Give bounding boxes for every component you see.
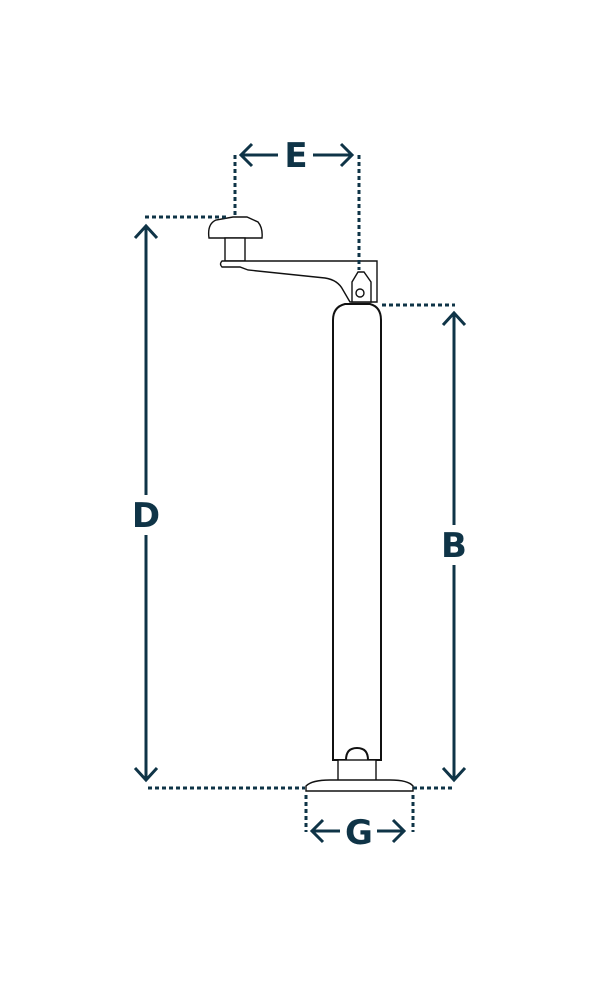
dimension-label-b: B xyxy=(441,526,467,566)
dimension-label-g: G xyxy=(345,813,373,853)
crank-arm xyxy=(219,260,378,303)
dimension-d: D xyxy=(132,215,305,790)
jack-stand xyxy=(207,216,414,792)
foot-plate xyxy=(305,779,414,792)
dimension-g: G xyxy=(304,795,415,853)
arrow-left-icon xyxy=(238,142,254,168)
arrow-right-icon xyxy=(339,142,355,168)
arrow-up-icon xyxy=(441,310,467,327)
arrow-up-icon xyxy=(133,223,159,240)
outer-tube xyxy=(332,303,382,761)
arrow-right-icon xyxy=(391,818,407,844)
dimension-e: E xyxy=(233,136,361,270)
dimension-label-e: E xyxy=(284,136,307,176)
arrow-left-icon xyxy=(309,818,325,844)
crank-knob-stem xyxy=(224,237,246,262)
pivot-bolt xyxy=(355,288,365,298)
dimension-label-d: D xyxy=(132,496,160,536)
inner-tube xyxy=(337,759,377,783)
arrow-down-icon xyxy=(441,766,467,783)
crank-knob-cap xyxy=(207,216,263,239)
arrow-down-icon xyxy=(133,766,159,783)
dimension-b: B xyxy=(382,303,467,790)
